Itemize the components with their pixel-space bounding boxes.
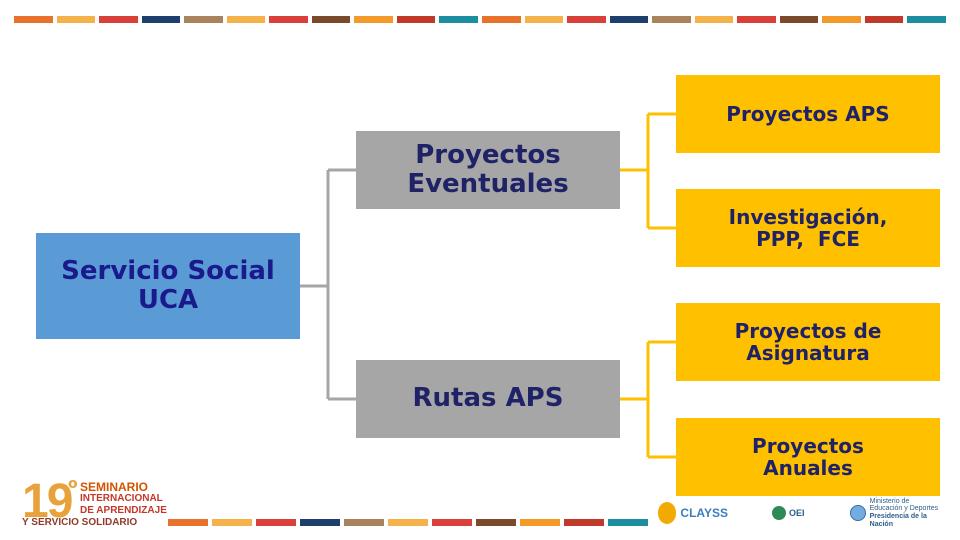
stripe-segment [652,16,691,23]
node-root-line2: UCA [137,285,199,315]
stripe-segment [439,16,479,23]
stripe-segment [256,519,296,526]
stripe-segment [482,16,521,23]
ministry-logo: Ministerio de Educación y Deportes Presi… [850,497,950,529]
clayss-hand-icon [658,502,677,524]
stripe-segment [564,519,604,526]
stripe-segment [184,16,223,23]
node-rutas-aps: Rutas APS [356,360,620,438]
seminar-line1: SEMINARIO [80,480,149,494]
seminar-line2: INTERNACIONAL [80,493,163,504]
node-proyectos-anuales: Proyectos Anuales [676,418,940,496]
stripe-segment [864,16,904,23]
seminar-line3: DE APRENDIZAJE [80,505,167,516]
stripe-segment [141,16,181,23]
stripe-segment [694,16,734,23]
oei-emblem-icon [772,506,786,520]
stripe-segment [779,16,819,23]
stripe-segment [14,16,53,23]
stripe-segment [354,16,393,23]
oei-logo: OEI [772,497,838,529]
stripe-segment [311,16,351,23]
node-leaf-b2-line2: Anuales [763,456,853,480]
stripe-segment [226,16,266,23]
stripe-segment [476,519,516,526]
node-servicio-social: Servicio Social UCA [36,233,300,339]
stripe-segment [608,519,648,526]
seminar-degree: o [68,476,78,492]
seminar-line4: Y SERVICIO SOLIDARIO [22,517,138,528]
ministry-line1: Ministerio de [869,497,910,505]
ministry-line2: Educación y Deportes [869,505,939,513]
seminar-number: 19 [22,475,73,528]
node-leaf-a2-line1: Investigación, [728,204,888,229]
stripe-segment [396,16,436,23]
node-leaf-b1-line1: Proyectos de [734,318,882,343]
bottom-color-stripe [168,519,648,526]
node-branch-b-label: Rutas APS [412,383,564,414]
clayss-logo: CLAYSS [658,497,728,529]
node-root-line1: Servicio Social [61,255,275,286]
stripe-segment [567,16,606,23]
ministry-text: Ministerio de Educación y Deportes Presi… [870,498,950,529]
node-proyectos-de-asignatura: Proyectos de Asignatura [676,303,940,381]
stripe-segment [99,16,138,23]
node-investigacion: Investigación, PPP, FCE [676,189,940,267]
stripe-segment [56,16,96,23]
stripe-segment [822,16,861,23]
clayss-text: CLAYSS [680,506,728,520]
stripe-segment [432,519,472,526]
node-leaf-b2-line1: Proyectos [752,433,864,458]
node-leaf-a2-line2: PPP, FCE [756,227,860,251]
stripe-segment [737,16,776,23]
oei-text: OEI [789,508,805,518]
node-branch-a-line1: Proyectos [415,139,561,170]
node-leaf-b1-line2: Asignatura [746,341,870,365]
ministry-line3: Presidencia de la Nación [869,513,927,528]
stripe-segment [269,16,308,23]
stripe-segment [168,519,208,526]
stripe-segment [609,16,649,23]
stripe-segment [388,519,428,526]
node-proyectos-aps: Proyectos APS [676,75,940,153]
stripe-segment [524,16,564,23]
stripe-segment [907,16,947,23]
stripe-segment [344,519,384,526]
seminar-logo: 19 o SEMINARIO INTERNACIONAL DE APRENDIZ… [22,475,172,532]
top-color-stripe [14,16,947,23]
stripe-segment [300,519,340,526]
node-branch-a-line2: Eventuales [407,169,569,199]
argentina-seal-icon [850,505,866,521]
stripe-segment [212,519,252,526]
node-proyectos-eventuales: Proyectos Eventuales [356,131,620,209]
node-leaf-a1-label: Proyectos APS [726,101,890,126]
stripe-segment [520,519,560,526]
